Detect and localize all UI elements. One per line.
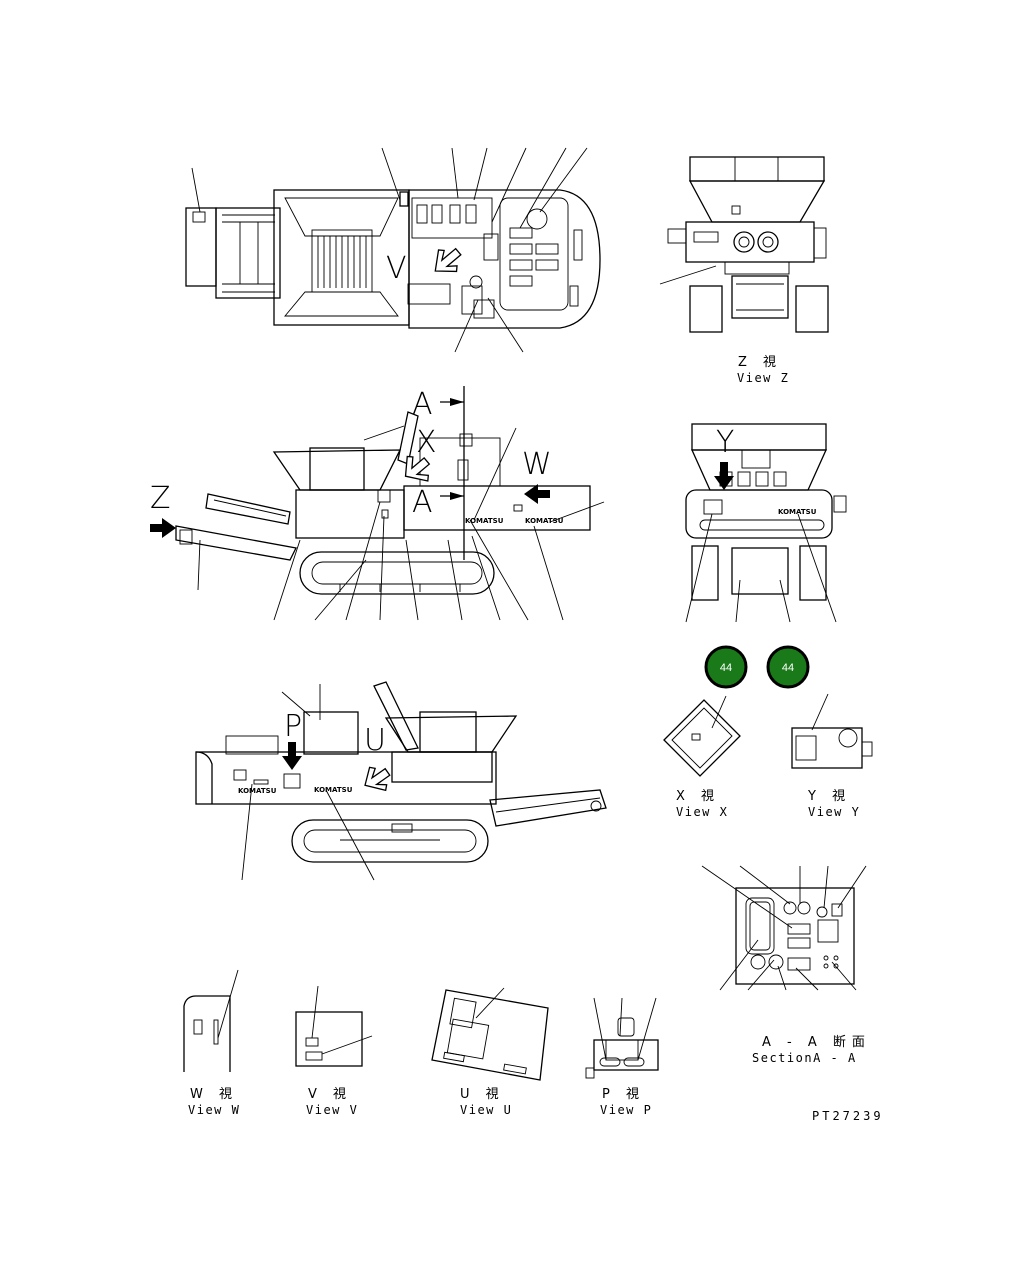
- rear-view-machine: KOMATSU: [685, 423, 847, 601]
- view-w-en: View W: [188, 1103, 240, 1117]
- view-u-detail: [431, 987, 549, 1081]
- arrow-p-icon: [282, 742, 302, 770]
- rear-view-leaders: [685, 513, 837, 623]
- arrow-w-icon: [524, 484, 550, 504]
- side-view-2-machine: KOMATSU KOMATSU: [195, 681, 607, 863]
- view-z-en: View Z: [737, 371, 789, 385]
- view-v-detail: [295, 985, 373, 1067]
- view-v-jp: V 視: [308, 1087, 352, 1102]
- figure-code: PT27239: [812, 1109, 884, 1123]
- brand-logo-4: KOMATSU: [314, 786, 353, 794]
- view-p-en: View P: [600, 1103, 652, 1117]
- marker-a-top: A: [412, 387, 433, 422]
- marker-u: U: [364, 723, 386, 758]
- section-line-a: [440, 386, 465, 560]
- side-view-1-machine: KOMATSU KOMATSU: [175, 411, 591, 595]
- view-u-jp: U 視: [460, 1087, 505, 1102]
- badge-44-left: 44: [704, 645, 748, 689]
- view-v-en: View V: [306, 1103, 358, 1117]
- section-a-a-detail: [701, 865, 867, 991]
- arrow-x-icon: [404, 455, 431, 482]
- brand-logo-1: KOMATSU: [465, 517, 504, 525]
- section-a-a-jp: A - A 断面: [762, 1035, 871, 1050]
- svg-text:44: 44: [720, 662, 732, 674]
- view-y-en: View Y: [808, 805, 860, 819]
- view-y-jp: Y 視: [807, 789, 851, 804]
- marker-z: Z: [150, 481, 171, 516]
- arrow-v-top-icon: [434, 247, 462, 273]
- top-view-machine: [185, 189, 601, 329]
- brand-logo-2: KOMATSU: [525, 517, 564, 525]
- view-x-detail: [663, 695, 741, 777]
- marker-x: X: [416, 425, 437, 460]
- svg-text:44: 44: [782, 662, 794, 674]
- side-view-2-leaders: [241, 684, 375, 881]
- marker-v-top: V: [386, 251, 407, 286]
- view-p-jp: P 視: [602, 1087, 645, 1102]
- brand-logo-3: KOMATSU: [238, 787, 277, 795]
- brand-logo-rear: KOMATSU: [778, 508, 817, 516]
- marker-w: W: [522, 447, 552, 482]
- arrow-y-icon: [714, 462, 734, 490]
- arrow-z-icon: [150, 518, 176, 538]
- arrow-u-icon: [364, 766, 391, 792]
- view-u-en: View U: [460, 1103, 512, 1117]
- section-a-a-en: SectionA - A: [752, 1051, 857, 1065]
- badge-44-right: 44: [766, 645, 810, 689]
- side-view-1-leaders: [273, 427, 605, 621]
- view-x-jp: X 視: [676, 789, 720, 804]
- marker-a-bottom: A: [412, 485, 433, 520]
- view-y-detail: [791, 693, 873, 769]
- top-view-leaders: [191, 147, 588, 353]
- view-p-detail: [585, 997, 659, 1079]
- view-z-machine: [659, 156, 829, 333]
- marker-p: P: [284, 709, 302, 744]
- view-z-jp: Z 視: [738, 355, 782, 370]
- view-w-jp: W 視: [190, 1087, 238, 1102]
- view-x-en: View X: [676, 805, 728, 819]
- marker-y: Y: [716, 425, 734, 460]
- view-w-detail: [183, 969, 239, 1072]
